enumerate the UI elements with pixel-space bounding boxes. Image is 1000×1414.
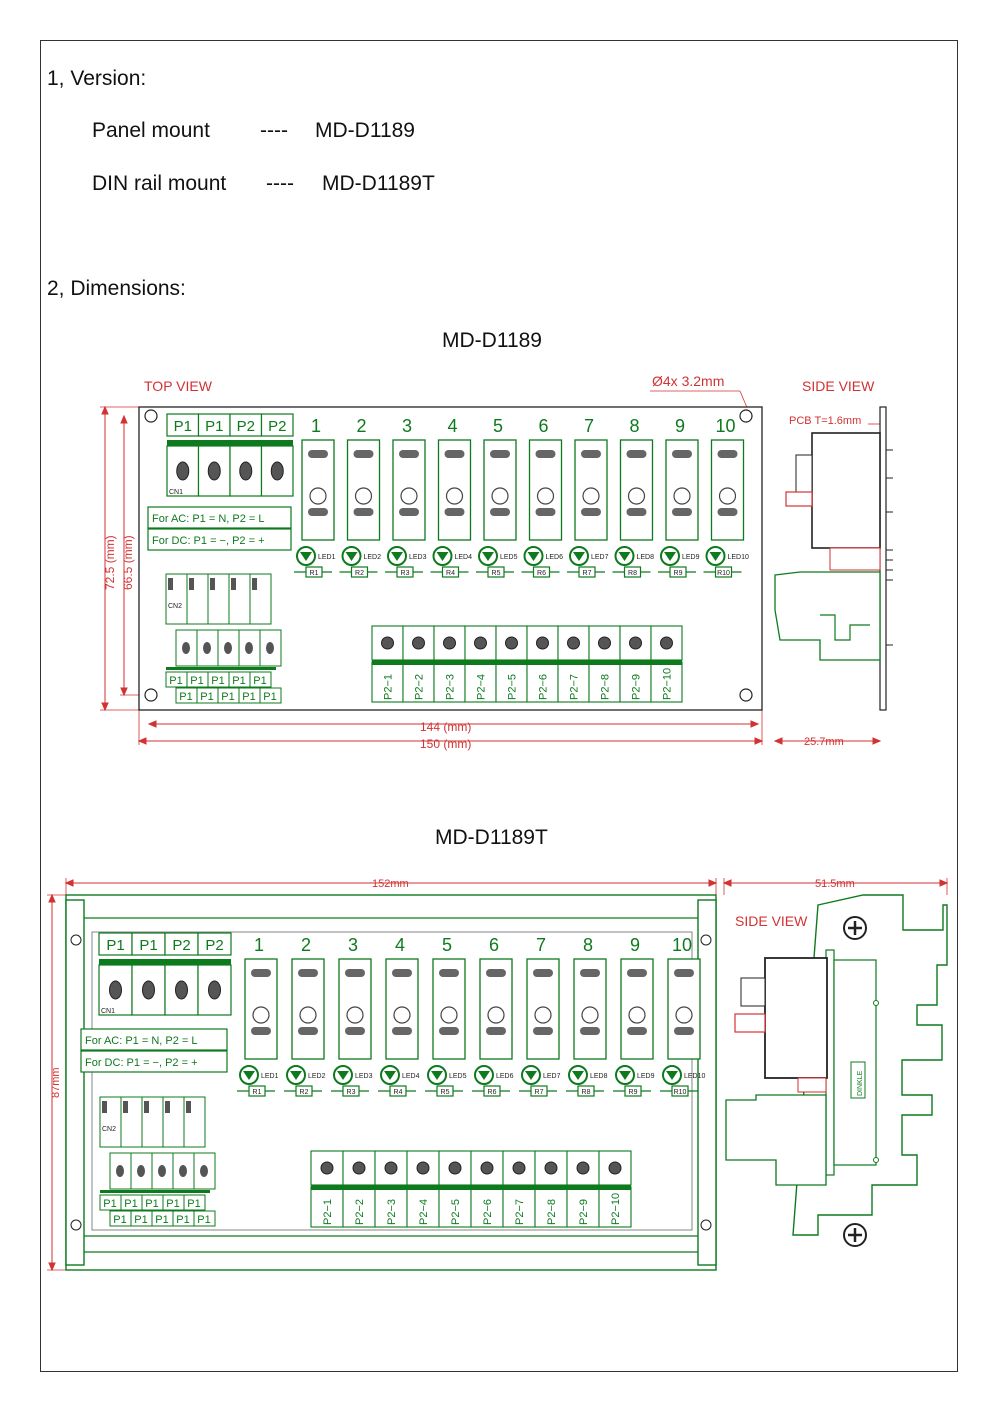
panel-mount-model: MD-D1189 [315, 119, 415, 142]
drawing2-title: MD-D1189T [435, 826, 548, 849]
panel-mount-label: Panel mount [92, 119, 210, 142]
din-mount-model: MD-D1189T [322, 172, 435, 195]
drawing1-title: MD-D1189 [442, 329, 542, 352]
dimensions-heading: 2, Dimensions: [47, 277, 186, 300]
page-frame [40, 40, 958, 1372]
panel-mount-sep: ---- [260, 119, 288, 142]
version-heading: 1, Version: [47, 67, 147, 90]
din-mount-sep: ---- [266, 172, 294, 195]
din-mount-label: DIN rail mount [92, 172, 227, 195]
